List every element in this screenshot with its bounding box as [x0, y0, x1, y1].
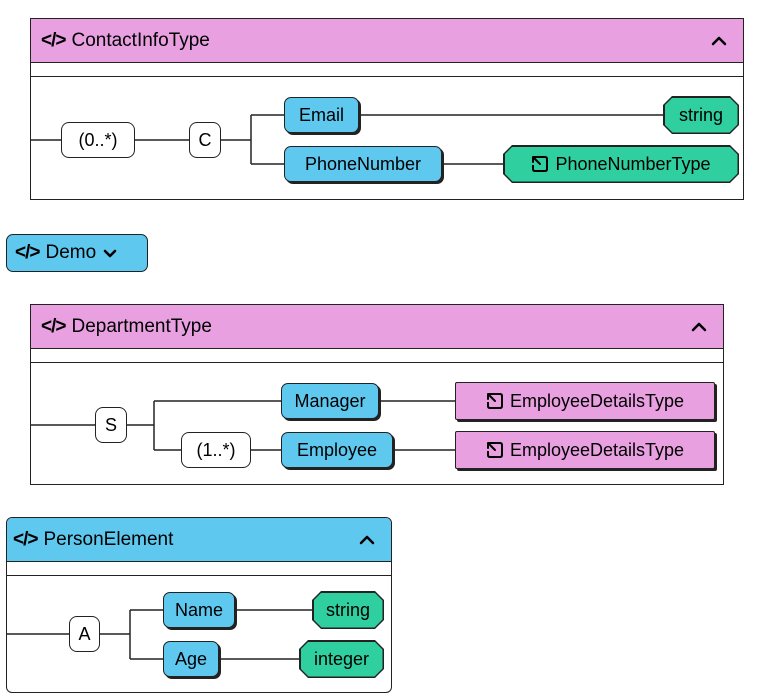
- panel-title: PersonElement: [43, 528, 174, 550]
- panel-divider: [31, 63, 743, 77]
- type-employee-details-type-manager[interactable]: EmployeeDetailsType: [455, 382, 715, 420]
- person-element-header[interactable]: </> PersonElement: [7, 518, 391, 562]
- contact-info-type-header[interactable]: </> ContactInfoType: [31, 19, 743, 63]
- sequence-operator[interactable]: S: [95, 407, 127, 443]
- code-brackets-icon: </>: [41, 315, 67, 337]
- department-type-header[interactable]: </> DepartmentType: [31, 305, 723, 349]
- type-string[interactable]: string: [312, 591, 384, 629]
- element-manager[interactable]: Manager: [281, 383, 379, 419]
- code-brackets-icon: </>: [15, 242, 41, 263]
- chevron-up-icon[interactable]: [709, 31, 729, 51]
- connector-lines: [7, 609, 312, 660]
- reference-arrow-icon: [486, 393, 503, 409]
- connector-lines: [31, 400, 455, 451]
- panel-title: ContactInfoType: [71, 29, 210, 51]
- all-operator[interactable]: A: [69, 616, 100, 652]
- choice-operator[interactable]: C: [189, 122, 221, 158]
- panel-title: DepartmentType: [71, 315, 212, 337]
- element-email[interactable]: Email: [284, 97, 359, 133]
- panel-divider: [7, 562, 391, 576]
- type-label: PhoneNumberType: [555, 153, 711, 174]
- code-brackets-icon: </>: [13, 528, 39, 550]
- code-brackets-icon: </>: [41, 29, 67, 51]
- reference-arrow-icon: [531, 155, 549, 173]
- element-age[interactable]: Age: [163, 641, 219, 677]
- element-name[interactable]: Name: [163, 592, 235, 628]
- cardinality-1-many[interactable]: (1..*): [181, 432, 251, 468]
- type-employee-details-type-employee[interactable]: EmployeeDetailsType: [455, 431, 715, 469]
- contact-info-type-panel: </> ContactInfoType (0..*) C Email Phone…: [30, 18, 744, 200]
- department-type-panel: </> DepartmentType S (1..*) Manager Empl…: [30, 304, 724, 485]
- demo-label: Demo: [45, 242, 97, 263]
- chevron-up-icon[interactable]: [689, 317, 709, 337]
- element-employee[interactable]: Employee: [281, 432, 393, 468]
- type-label: EmployeeDetailsType: [509, 439, 685, 460]
- demo-element-button[interactable]: </> Demo: [6, 234, 148, 272]
- type-phone-number-type[interactable]: PhoneNumberType: [503, 145, 739, 183]
- type-string[interactable]: string: [663, 96, 739, 134]
- type-integer[interactable]: integer: [299, 640, 384, 678]
- reference-arrow-icon: [486, 442, 503, 458]
- type-label: EmployeeDetailsType: [509, 390, 685, 411]
- person-element-panel: </> PersonElement A Name Age string inte…: [6, 517, 392, 693]
- element-phone-number[interactable]: PhoneNumber: [284, 146, 442, 182]
- chevron-up-icon[interactable]: [357, 530, 377, 550]
- cardinality-0-many[interactable]: (0..*): [61, 122, 135, 158]
- chevron-down-icon[interactable]: [102, 245, 118, 261]
- panel-divider: [31, 349, 723, 363]
- connector-lines: [31, 114, 663, 165]
